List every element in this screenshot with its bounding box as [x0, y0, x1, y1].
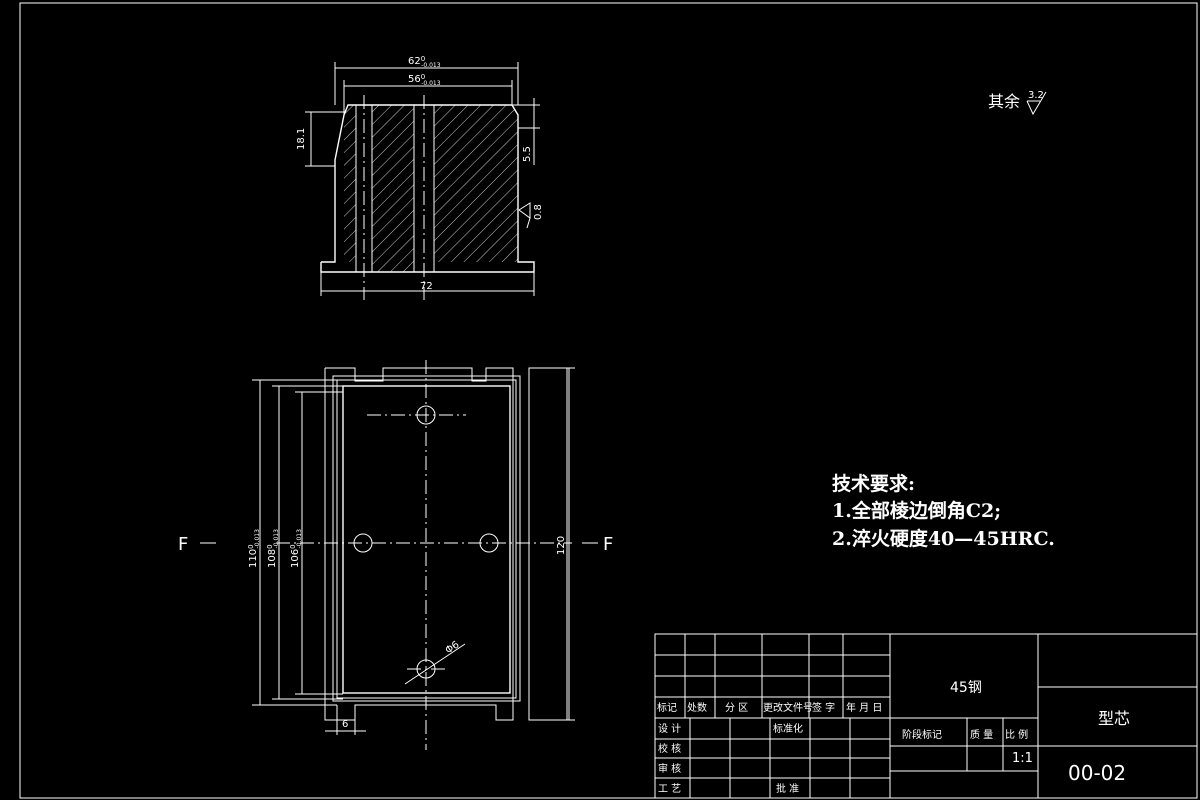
plan-side-flange [528, 367, 570, 721]
tech-item-2: 2.淬火硬度40—45HRC. [832, 527, 1055, 550]
tb-scale: 1:1 [1012, 751, 1033, 766]
tb-drawing-number: 00-02 [1068, 761, 1126, 785]
tb-header-count: 处数 [687, 701, 707, 714]
section-mark-left: F [178, 534, 188, 555]
dim-5-5: 5.5 [522, 146, 533, 162]
tech-item-1: 1.全部棱边倒角C2; [832, 499, 1001, 522]
roughness-note-label: 其余 [988, 92, 1020, 111]
roughness-note: 其余 3.2 [988, 90, 1047, 116]
roughness-symbol-side [518, 202, 531, 219]
hole-top [416, 405, 436, 425]
leader-hole-dia [404, 643, 466, 685]
tb-header-mark: 标记 [657, 702, 677, 714]
tech-requirements: 技术要求: 1.全部棱边倒角C2; 2.淬火硬度40—45HRC. [832, 472, 1055, 550]
roughness-note-symbol [1026, 91, 1047, 116]
plan-outline-outer [324, 367, 514, 721]
tb-row-design: 设 计 [658, 722, 681, 735]
dim-106: 1060-0.013 [289, 529, 303, 568]
section-view: 620-0.013 560-0.013 18.1 5.5 0.8 72 [296, 55, 544, 300]
roughness-0-8: 0.8 [533, 204, 544, 220]
dim-110: 1100-0.013 [247, 529, 261, 568]
tb-row-approve: 批 准 [776, 782, 799, 795]
tb-header-zone: 分 区 [725, 702, 748, 714]
tb-row-check: 校 核 [658, 742, 681, 755]
tb-header-stage: 阶段标记 [902, 728, 942, 741]
hatch-left [344, 105, 356, 262]
tb-header-date: 年 月 日 [846, 701, 882, 714]
dim-72: 72 [420, 281, 433, 292]
tb-header-sign: 签 字 [812, 701, 835, 714]
hatch-right [434, 105, 518, 262]
dim-108: 1080-0.013 [266, 529, 280, 568]
dim-56: 560-0.013 [408, 73, 441, 87]
tb-header-scale: 比 例 [1005, 728, 1028, 741]
section-mark-right: F [603, 534, 613, 555]
dim-62: 620-0.013 [408, 55, 441, 69]
tech-title: 技术要求: [832, 472, 915, 495]
tb-header-doc: 更改文件号 [763, 701, 813, 714]
tb-material: 45钢 [950, 680, 982, 696]
plan-view: Φ6 F F 1100-0.013 1080-0.013 1060-0.013 … [178, 360, 613, 750]
hole-right [479, 533, 499, 553]
dim-120: 120 [556, 536, 567, 555]
hole-left [353, 533, 373, 553]
dim-6: 6 [342, 719, 348, 730]
tb-part-name: 型芯 [1098, 709, 1130, 728]
tb-row-process: 工 艺 [658, 783, 681, 795]
dim-hole-dia: Φ6 [444, 639, 462, 656]
title-block: 标记 处数 分 区 更改文件号 签 字 年 月 日 设 计 标准化 校 核 审 … [654, 633, 1198, 799]
dim-18-1: 18.1 [296, 128, 307, 150]
tb-row-review: 审 核 [658, 762, 681, 775]
tb-header-weight: 质 量 [970, 729, 993, 741]
hole-bottom [416, 659, 436, 679]
tb-row-standard: 标准化 [773, 722, 803, 735]
roughness-note-value: 3.2 [1028, 90, 1044, 101]
hatch-center-left [372, 105, 414, 272]
drawing-frame [19, 2, 1198, 799]
